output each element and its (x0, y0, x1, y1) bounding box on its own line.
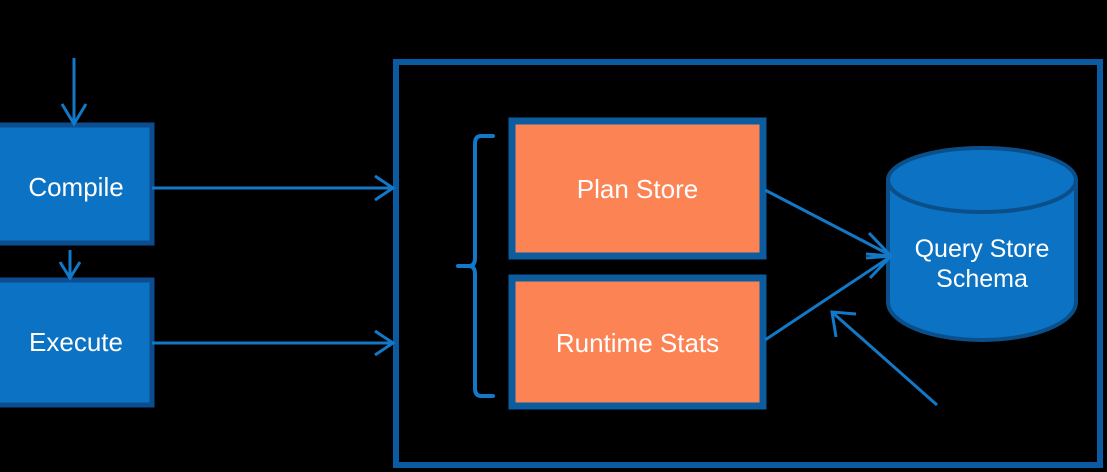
compile-node[interactable] (0, 122, 155, 246)
connector-external-to-schema (830, 310, 938, 407)
connector-layer (58, 58, 938, 407)
query-store-container[interactable] (393, 59, 1103, 468)
connector-input-to-compile (60, 58, 88, 127)
runtime-stats-node[interactable] (508, 274, 767, 410)
connector-plan-store-to-schema (764, 188, 895, 260)
execute-node[interactable] (0, 277, 155, 408)
plan-store-node[interactable] (508, 117, 767, 260)
connector-runtime-stats-to-schema (764, 252, 895, 342)
connector-compile-to-execute (58, 250, 82, 281)
query-store-schema-node[interactable] (886, 146, 1078, 342)
connector-compile-to-container (152, 174, 396, 202)
connector-execute-to-container (152, 329, 396, 357)
store-group-brace (456, 134, 495, 398)
